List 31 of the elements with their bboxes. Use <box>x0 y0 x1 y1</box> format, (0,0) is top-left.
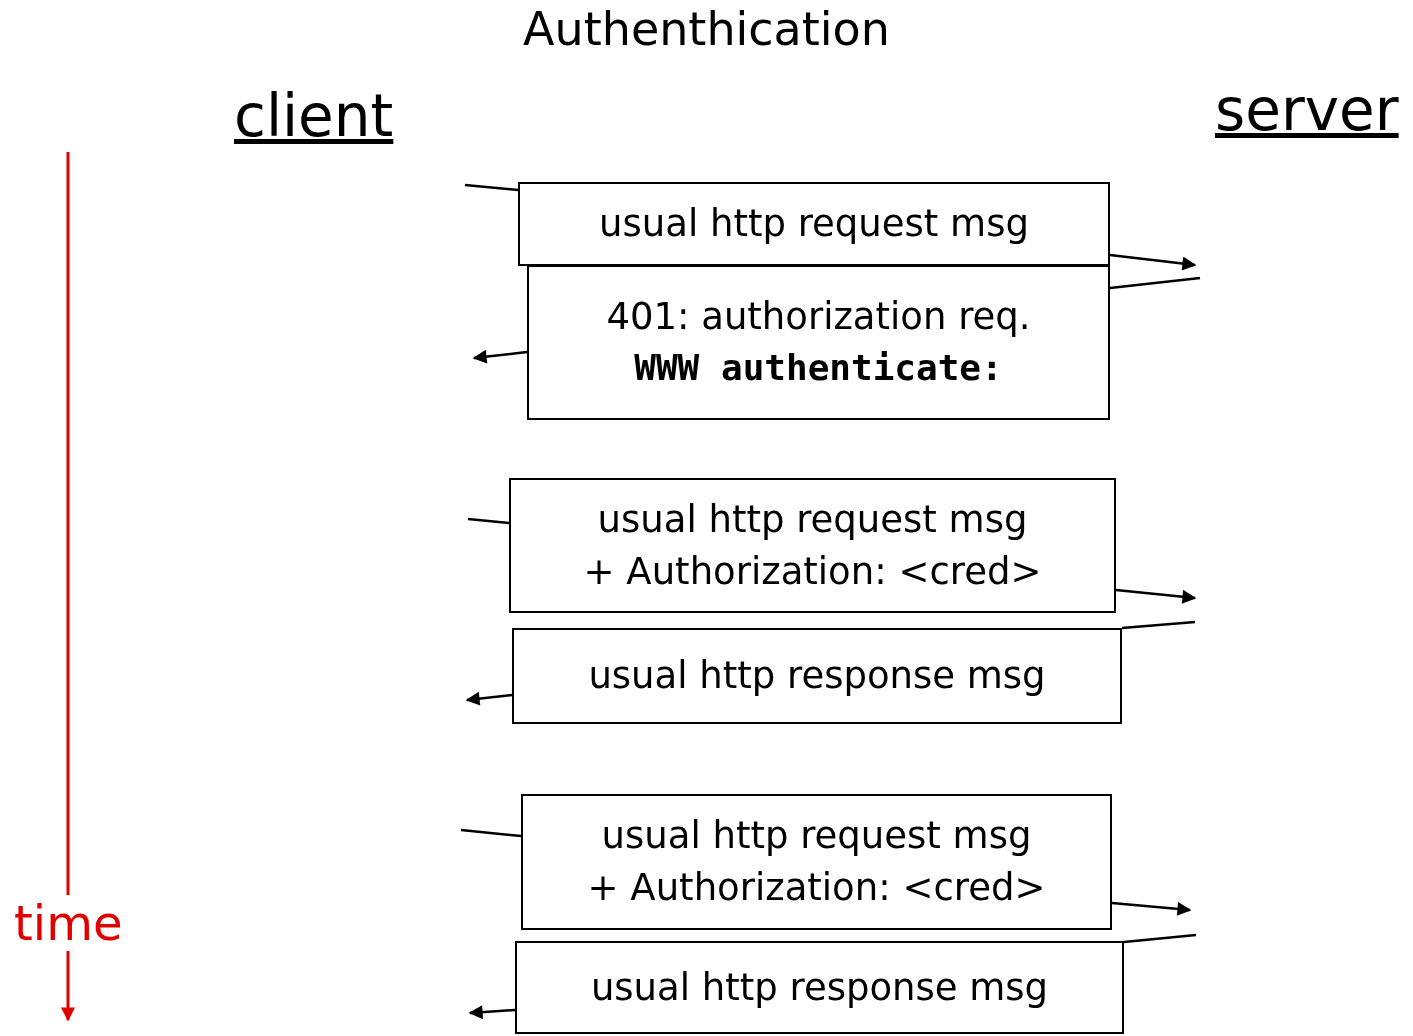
arrow <box>472 349 528 364</box>
axis-label: time <box>14 895 123 951</box>
connector-line <box>467 517 510 525</box>
arrow <box>465 691 513 706</box>
message-text: usual http response msg <box>590 964 1049 1011</box>
message-box <box>527 265 1110 420</box>
message-box <box>521 794 1112 930</box>
connector-line <box>464 183 519 192</box>
lifeline-label: client <box>234 82 394 150</box>
message-text: usual http request msg <box>601 813 1032 860</box>
title: Authenthication <box>522 2 891 56</box>
message-text: usual http response msg <box>588 653 1046 700</box>
message-box <box>515 941 1124 1034</box>
message-text: + Authorization: <cred> <box>587 865 1046 911</box>
message-text: WWW authenticate: <box>634 346 1003 391</box>
message-box <box>509 478 1116 613</box>
arrow <box>1115 588 1197 604</box>
connector-line <box>1109 276 1201 290</box>
message-text: 401: authorization req. <box>606 294 1031 341</box>
arrow <box>1109 253 1197 271</box>
message-text: usual http request msg <box>599 201 1029 248</box>
arrow <box>468 1005 516 1020</box>
lifeline-label: server <box>1215 76 1399 144</box>
message-box <box>518 182 1110 266</box>
message-text: usual http request msg <box>597 496 1028 543</box>
connector-line <box>460 828 522 838</box>
arrow <box>1111 901 1192 916</box>
message-text: + Authorization: <cred> <box>583 548 1042 595</box>
connector-line <box>1123 933 1197 944</box>
message-box <box>512 628 1122 724</box>
connector-line <box>1121 620 1196 630</box>
